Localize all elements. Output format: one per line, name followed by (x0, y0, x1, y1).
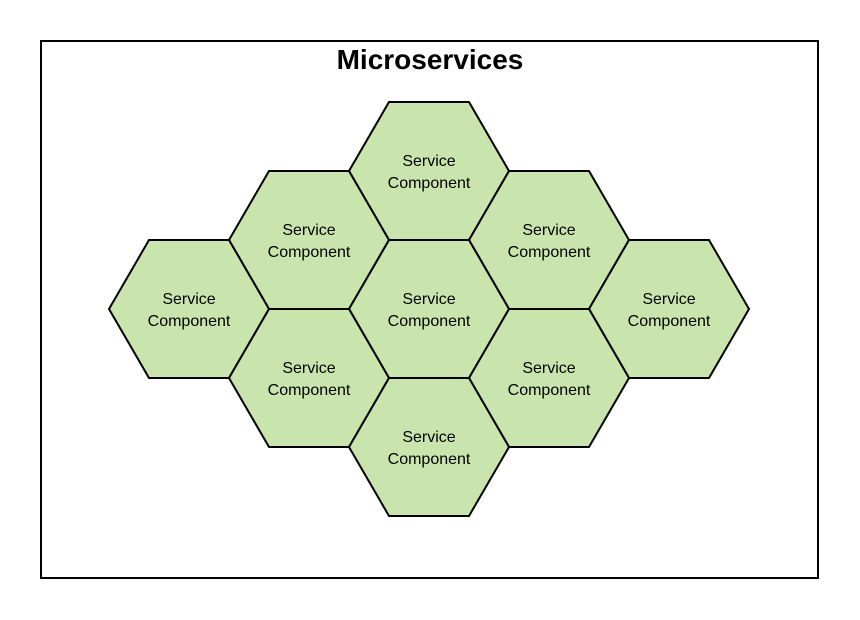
hexagon-label-line1: Service (402, 153, 455, 170)
hexagon-shape (347, 377, 511, 517)
hexagon-label-line1: Service (522, 360, 575, 377)
hexagon-label-line2: Component (268, 244, 351, 261)
diagram-title: Microservices (336, 44, 524, 75)
hexagon-label-line1: Service (162, 291, 215, 308)
hexagon-label-line1: Service (402, 291, 455, 308)
hexagon-label-line2: Component (388, 451, 471, 468)
hexagon-label-line2: Component (388, 175, 471, 192)
hexagon-label-line2: Component (148, 313, 231, 330)
hexagon-label-line1: Service (282, 222, 335, 239)
hexagon-label-line2: Component (508, 244, 591, 261)
hexagon-label-line1: Service (282, 360, 335, 377)
hexagon-label-line2: Component (388, 313, 471, 330)
hexagon-label-line2: Component (508, 382, 591, 399)
hexagon-label-line1: Service (522, 222, 575, 239)
hexagon-label-line1: Service (642, 291, 695, 308)
hexagon-label-line2: Component (628, 313, 711, 330)
hexagon-label-line1: Service (402, 429, 455, 446)
hexagon-label-line2: Component (268, 382, 351, 399)
